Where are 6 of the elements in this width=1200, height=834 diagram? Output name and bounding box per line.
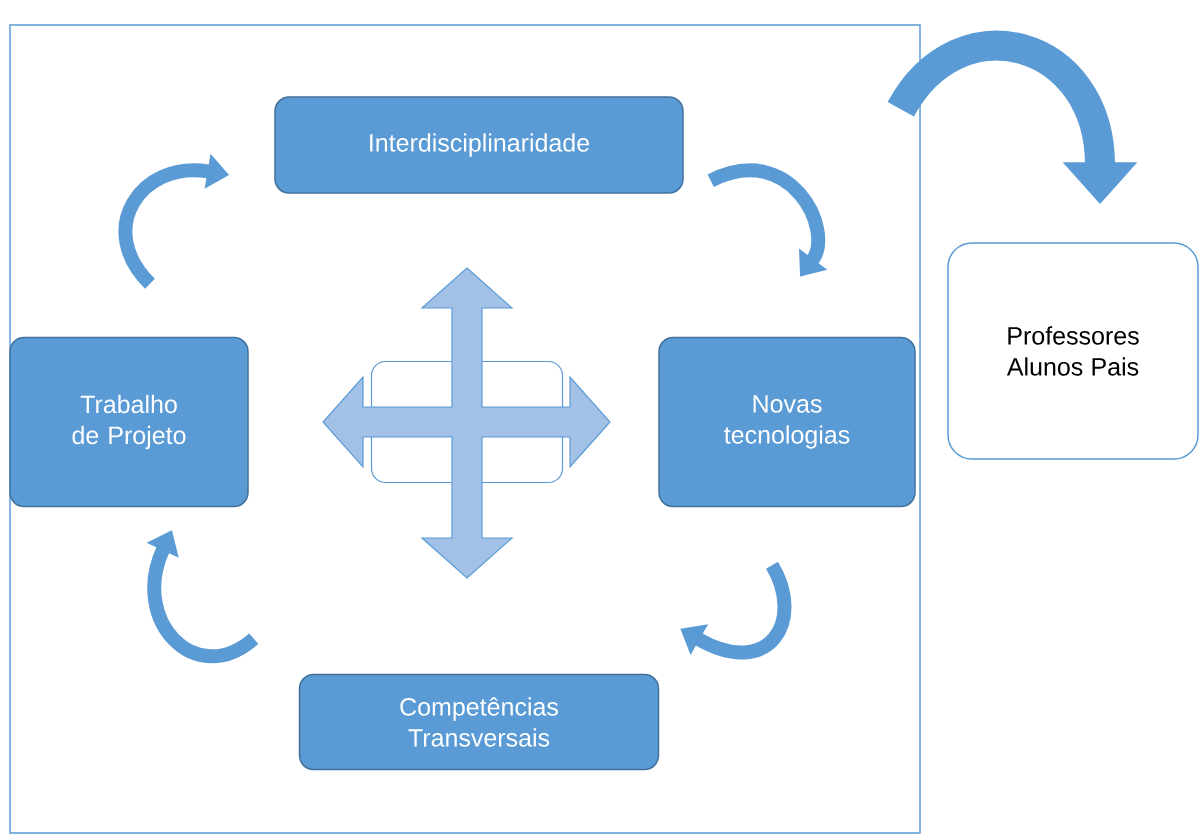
process-box: Interdisciplinaridade bbox=[274, 96, 684, 194]
process-box: Trabalho de Projeto bbox=[9, 336, 249, 508]
rounded-box: Professores Alunos Pais bbox=[947, 242, 1199, 460]
process-box: Competências Transversais bbox=[298, 673, 660, 771]
process-box: Novas tecnologias bbox=[658, 336, 916, 508]
frame-box bbox=[9, 24, 921, 834]
